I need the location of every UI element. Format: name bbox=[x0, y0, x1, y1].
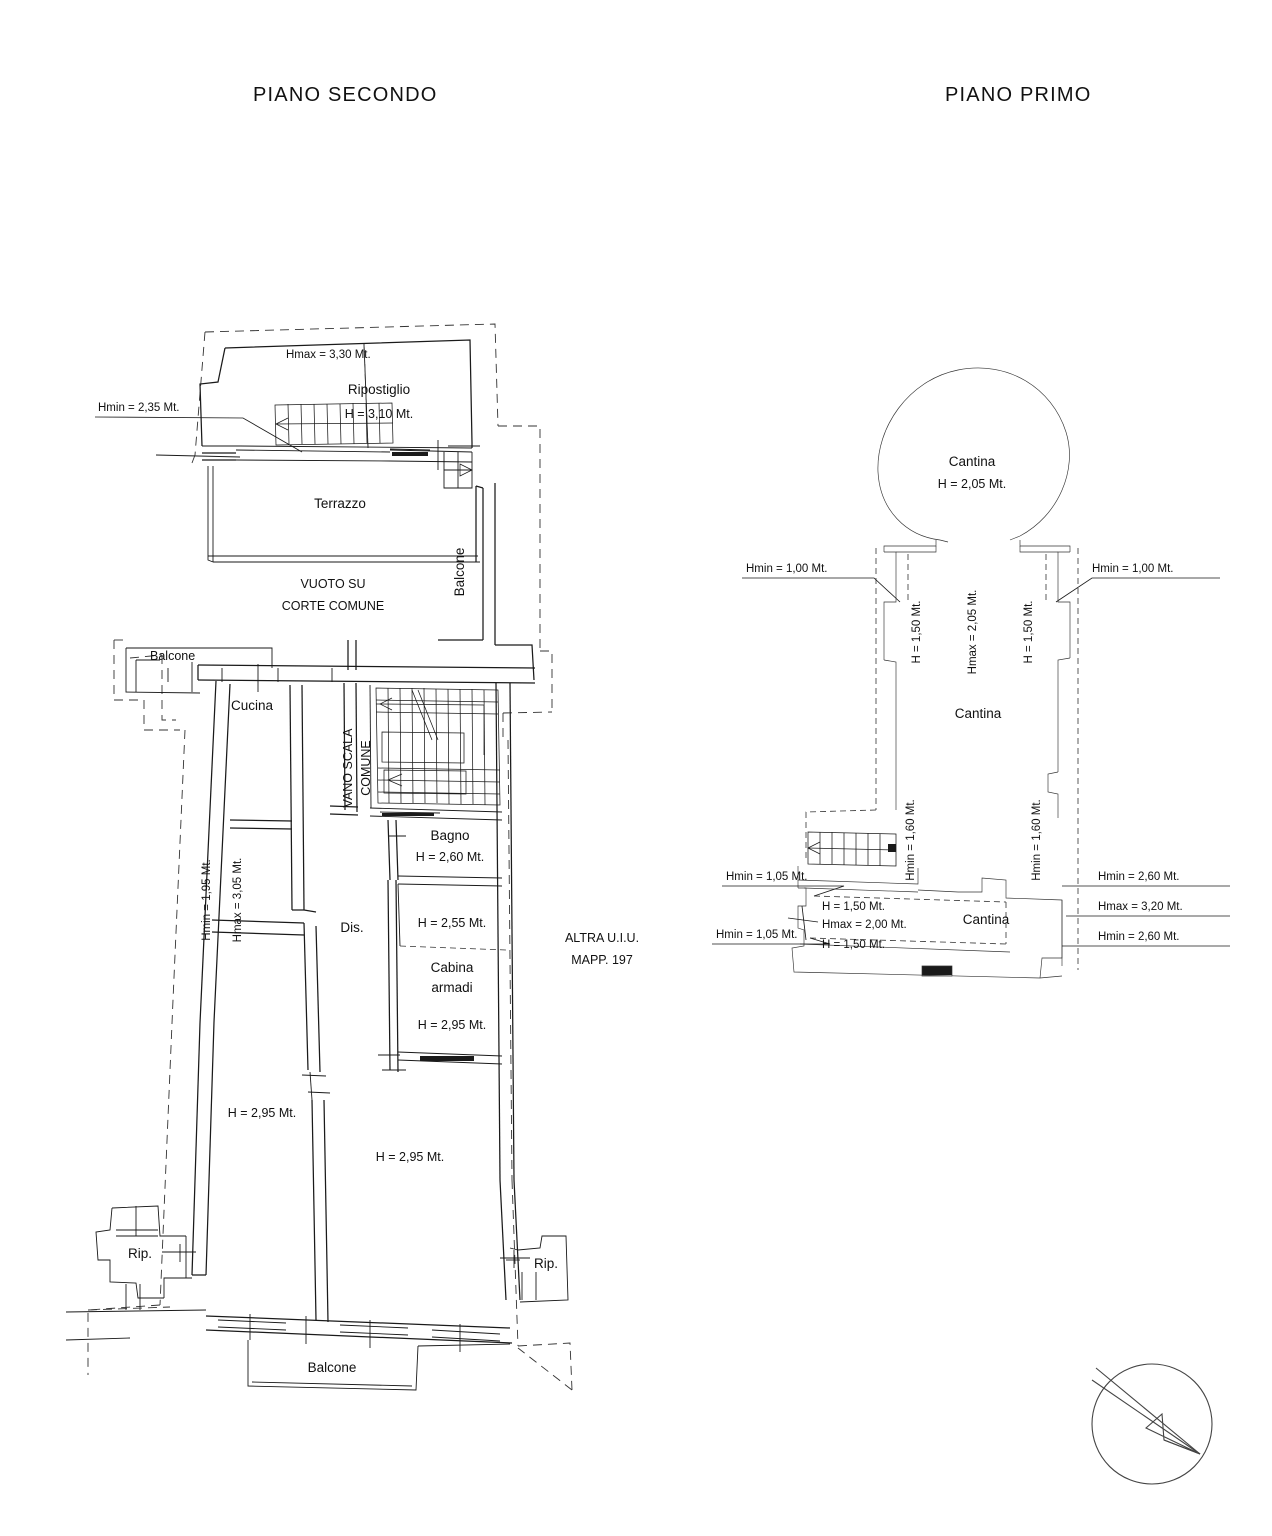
label-hmax-205-center: Hmax = 2,05 Mt. bbox=[967, 590, 979, 675]
label-hmin-attic: Hmin = 2,35 Mt. bbox=[98, 402, 180, 414]
room-label-ripostiglio: Ripostiglio bbox=[348, 382, 410, 397]
room-height-left-295: H = 2,95 Mt. bbox=[228, 1106, 296, 1120]
bottom-wall-openings bbox=[65, 1309, 501, 1352]
disimpegno-area bbox=[378, 879, 503, 1073]
north-arrow-icon bbox=[1091, 1363, 1213, 1485]
room-label-cantina-top: Cantina bbox=[949, 454, 996, 469]
room-label-rip-left: Rip. bbox=[128, 1246, 152, 1261]
label-vuoto-line2: CORTE COMUNE bbox=[282, 599, 385, 613]
label-hmin-260-lower: Hmin = 2,60 Mt. bbox=[1098, 931, 1180, 943]
room-height-cabina: H = 2,95 Mt. bbox=[418, 1018, 486, 1032]
label-h-150-lower-inner: H = 1,50 Mt. bbox=[822, 939, 885, 951]
room-height-cantina-top: H = 2,05 Mt. bbox=[938, 477, 1006, 491]
room-label-rip-right: Rip. bbox=[534, 1256, 558, 1271]
room-label-bagno: Bagno bbox=[430, 828, 469, 843]
attic-staircase bbox=[274, 402, 394, 446]
cantina-round bbox=[877, 367, 1070, 543]
room-label-cantina-bottom: Cantina bbox=[963, 912, 1010, 927]
cucina-room bbox=[211, 684, 305, 936]
label-hmax-200-inner: Hmax = 2,00 Mt. bbox=[822, 919, 907, 931]
leader-hmax-200-inner bbox=[787, 917, 819, 923]
label-comune: COMUNE bbox=[359, 740, 373, 796]
interior-walls-lower bbox=[301, 909, 331, 1323]
label-hmin-160-right: Hmin = 1,60 Mt. bbox=[1031, 799, 1043, 881]
label-hmax-cucina: Hmax = 3,05 Mt. bbox=[232, 858, 244, 943]
vano-scala-comune bbox=[329, 682, 503, 821]
balcone-top-left bbox=[113, 639, 333, 731]
room-height-ripostiglio: H = 3,10 Mt. bbox=[345, 407, 413, 421]
leader-hmin-105-upper bbox=[722, 885, 845, 897]
room-height-right-295: H = 2,95 Mt. bbox=[376, 1150, 444, 1164]
room-label-terrazzo: Terrazzo bbox=[314, 496, 366, 511]
plan-drawing-piano-primo: Cantina H = 2,05 Mt. Hmin = 1,00 Mt. Hmi… bbox=[712, 367, 1230, 979]
attic-area bbox=[155, 339, 480, 489]
apartment-outline bbox=[191, 640, 536, 1344]
room-height-255: H = 2,55 Mt. bbox=[418, 916, 486, 930]
room-label-cabina-line1: Cabina bbox=[431, 960, 474, 975]
cantina-staircase bbox=[797, 831, 919, 888]
label-altra-uiu-line2: MAPP. 197 bbox=[571, 953, 633, 967]
cantina-upper-corridor bbox=[875, 540, 1079, 838]
label-vano-scala: VANO SCALA bbox=[341, 728, 355, 808]
label-h-150-right: H = 1,50 Mt. bbox=[1023, 601, 1035, 664]
label-hmin-160-left: Hmin = 1,60 Mt. bbox=[905, 799, 917, 881]
room-255 bbox=[397, 883, 507, 951]
common-staircase bbox=[375, 687, 501, 806]
leader-inner-vertical bbox=[801, 905, 807, 941]
plan-drawing-piano-secondo: Hmax = 3,30 Mt. Hmin = 2,35 Mt. Ripostig… bbox=[65, 323, 639, 1391]
terrazzo-area bbox=[207, 466, 484, 570]
label-balcone-top-left: Balcone bbox=[150, 649, 195, 663]
rip-right-closet bbox=[500, 1235, 573, 1391]
leader-hmin-100-right bbox=[1055, 577, 1220, 603]
room-label-cabina-line2: armadi bbox=[431, 980, 472, 995]
room-label-cantina-middle: Cantina bbox=[955, 706, 1002, 721]
cantina-lower bbox=[791, 838, 1079, 979]
balcone-bottom bbox=[247, 1340, 511, 1391]
room-height-bagno: H = 2,60 Mt. bbox=[416, 850, 484, 864]
room-label-dis: Dis. bbox=[340, 920, 363, 935]
leader-hmin-attic bbox=[94, 416, 303, 453]
label-hmin-105-lower: Hmin = 1,05 Mt. bbox=[716, 929, 798, 941]
label-altra-uiu-line1: ALTRA U.I.U. bbox=[565, 931, 639, 945]
plan-title-piano-primo: PIANO PRIMO bbox=[945, 84, 1092, 106]
label-hmin-260-upper: Hmin = 2,60 Mt. bbox=[1098, 871, 1180, 883]
label-hmax-attic: Hmax = 3,30 Mt. bbox=[286, 349, 371, 361]
label-vuoto-line1: VUOTO SU bbox=[300, 577, 365, 591]
boundary-dash-left-lower bbox=[805, 809, 877, 858]
label-hmax-320: Hmax = 3,20 Mt. bbox=[1098, 901, 1183, 913]
label-h-150-upper-inner: H = 1,50 Mt. bbox=[822, 901, 885, 913]
leader-hmin-100-left bbox=[742, 577, 901, 603]
rip-left-closet bbox=[87, 1205, 196, 1311]
room-label-cucina: Cucina bbox=[231, 698, 274, 713]
label-hmin-100-right: Hmin = 1,00 Mt. bbox=[1092, 563, 1174, 575]
property-boundary-dashed bbox=[87, 323, 573, 1391]
label-balcone-right: Balcone bbox=[452, 548, 467, 597]
label-h-150-left: H = 1,50 Mt. bbox=[911, 601, 923, 664]
label-hmin-100-left: Hmin = 1,00 Mt. bbox=[746, 563, 828, 575]
leader-hmin-105-lower bbox=[712, 937, 831, 945]
label-hmin-105-upper: Hmin = 1,05 Mt. bbox=[726, 871, 808, 883]
label-hmin-cucina: Hmin = 1,95 Mt. bbox=[201, 859, 213, 941]
bagno-room bbox=[387, 819, 503, 887]
label-balcone-bottom: Balcone bbox=[308, 1360, 357, 1375]
plan-title-piano-secondo: PIANO SECONDO bbox=[253, 84, 438, 106]
